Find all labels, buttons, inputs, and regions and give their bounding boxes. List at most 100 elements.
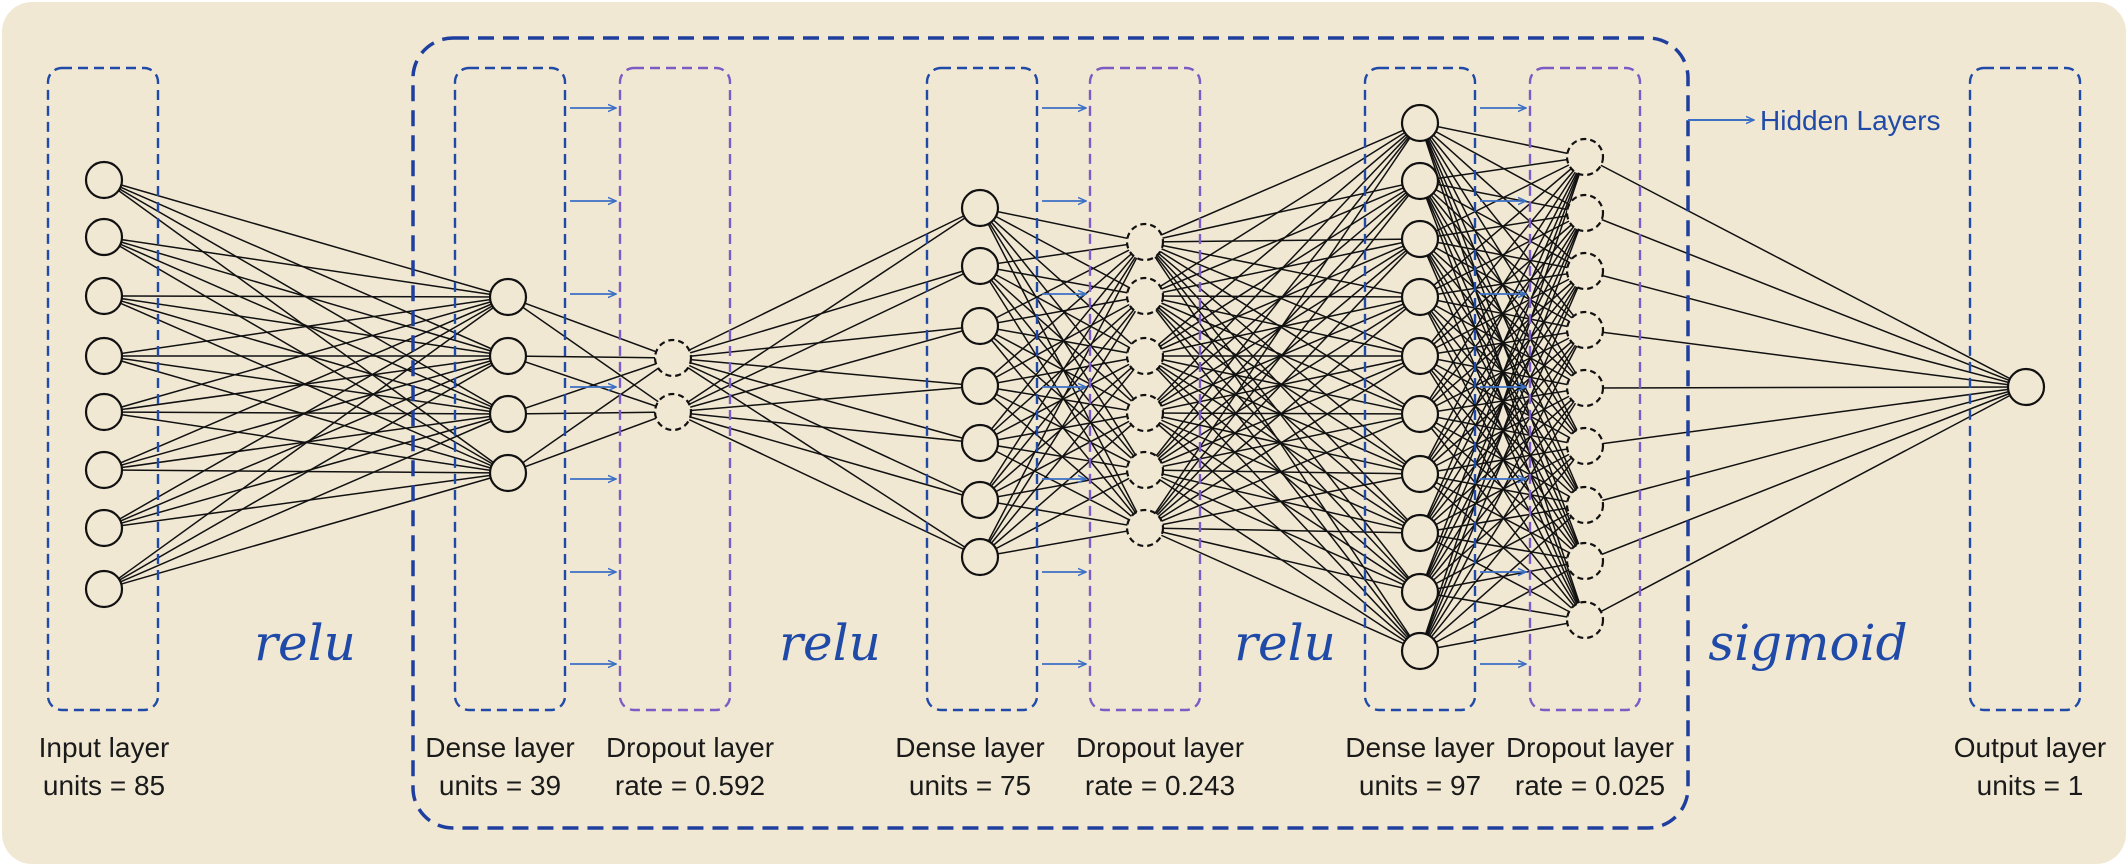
neuron xyxy=(1400,277,1440,317)
connection-line xyxy=(1144,122,1421,357)
dropped-neuron xyxy=(1125,336,1165,376)
dense1-name-label: Dense layer xyxy=(425,732,574,763)
connection-line xyxy=(979,265,1146,471)
connection-line xyxy=(1419,122,1586,214)
output-layer-box xyxy=(1968,66,2082,712)
connection-line xyxy=(1144,122,1421,297)
neuron xyxy=(1400,103,1440,143)
connection-line xyxy=(979,295,1146,558)
activation-label-relu: relu xyxy=(254,614,356,672)
connection-line xyxy=(1419,387,1586,652)
connection-line xyxy=(979,241,1146,558)
dense2-layer-box xyxy=(925,66,1039,712)
dropout-arrows xyxy=(570,108,1754,664)
connection-line xyxy=(979,295,1146,387)
connection-line xyxy=(1144,355,1421,475)
neuron xyxy=(84,276,124,316)
connection-line xyxy=(1419,156,1586,182)
connection-line xyxy=(1144,355,1421,529)
input-param-label: units = 85 xyxy=(43,770,165,801)
neuron xyxy=(1400,394,1440,434)
connection-line xyxy=(1419,156,1586,298)
dropout1-layer-box xyxy=(618,66,732,712)
neuron xyxy=(960,423,1000,463)
hidden-layers-label: Hidden Layers xyxy=(1760,105,1941,136)
connection-line xyxy=(1144,241,1421,652)
connection-line xyxy=(1419,212,1586,240)
dense2-param-label: units = 75 xyxy=(909,770,1031,801)
input-layer-box xyxy=(46,66,160,712)
dropped-neuron xyxy=(1125,450,1165,490)
connection-line xyxy=(1144,122,1421,471)
connection-line xyxy=(1584,212,2027,388)
connection-line xyxy=(1584,386,2027,506)
connection-line xyxy=(1419,212,1586,652)
connection-line xyxy=(979,355,1146,558)
connections xyxy=(103,122,2027,652)
neuron xyxy=(488,336,528,376)
connection-line xyxy=(672,411,981,558)
connection-line xyxy=(672,357,981,387)
connection-line xyxy=(672,325,981,359)
connection-line xyxy=(672,207,981,413)
dropout2-layer-box xyxy=(1088,66,1202,712)
connection-line xyxy=(1144,241,1421,475)
layer-boxes xyxy=(46,36,2082,830)
connection-line xyxy=(1144,412,1421,534)
connection-line xyxy=(979,469,1146,558)
connection-line xyxy=(1419,156,1586,652)
connection-line xyxy=(1144,122,1421,243)
neuron xyxy=(84,450,124,490)
connection-line xyxy=(1144,180,1421,297)
connection-line xyxy=(672,411,981,444)
connection-line xyxy=(103,296,509,357)
connection-line xyxy=(507,357,674,415)
connection-line xyxy=(1144,412,1421,593)
dense2-name-label: Dense layer xyxy=(895,732,1044,763)
connection-line xyxy=(1419,212,1586,415)
connection-line xyxy=(103,413,509,590)
input-name-label: Input layer xyxy=(39,732,170,763)
neuron xyxy=(1400,454,1440,494)
connection-line xyxy=(672,385,981,413)
connection-line xyxy=(1144,180,1421,529)
connection-line xyxy=(979,241,1146,387)
connection-line xyxy=(103,236,509,298)
connection-line xyxy=(103,296,509,413)
connection-line xyxy=(1144,355,1421,593)
dropped-neuron xyxy=(1125,393,1165,433)
connection-line xyxy=(507,357,674,474)
connection-line xyxy=(1419,270,1586,652)
dropped-neuron xyxy=(653,338,693,378)
neuron xyxy=(488,394,528,434)
dropped-neuron xyxy=(1125,508,1165,548)
neuron xyxy=(960,306,1000,346)
connection-line xyxy=(1144,527,1421,652)
connection-line xyxy=(103,355,509,415)
neuron xyxy=(1400,513,1440,553)
dense3-param-label: units = 97 xyxy=(1359,770,1481,801)
dropped-neuron xyxy=(1565,485,1605,525)
connection-line xyxy=(1419,212,1586,298)
connection-line xyxy=(1419,560,1586,652)
connection-line xyxy=(103,355,509,474)
connection-line xyxy=(103,296,509,529)
connection-line xyxy=(979,241,1146,327)
connection-line xyxy=(672,207,981,359)
connection-line xyxy=(1419,122,1586,158)
connection-line xyxy=(979,295,1146,327)
dense3-layer-box xyxy=(1363,66,1477,712)
connection-line xyxy=(1419,156,1586,475)
neuron xyxy=(84,508,124,548)
connection-line xyxy=(103,355,509,529)
dropped-neuron xyxy=(1565,541,1605,581)
connection-line xyxy=(1419,329,1586,652)
dropout3-name-label: Dropout layer xyxy=(1506,732,1674,763)
neuron xyxy=(960,480,1000,520)
connection-line xyxy=(1144,413,1421,529)
dropout3-layer-box xyxy=(1528,66,1642,712)
connection-line xyxy=(507,411,674,415)
connection-line xyxy=(103,296,509,590)
neuron xyxy=(84,336,124,376)
labels: Input layer units = 85 Dense layer units = … xyxy=(39,105,2107,801)
